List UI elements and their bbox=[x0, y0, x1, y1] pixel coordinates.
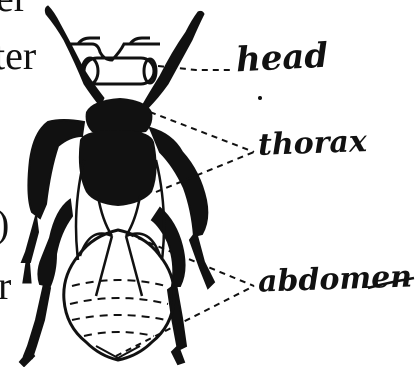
label-thorax: thorax bbox=[257, 124, 367, 163]
specimen-clip bbox=[66, 38, 160, 84]
label-abdomen: abdomen bbox=[257, 259, 412, 299]
insect-head bbox=[86, 98, 153, 134]
insect-thorax bbox=[79, 130, 157, 206]
label-head: head bbox=[235, 36, 329, 81]
stray-dot bbox=[258, 96, 262, 100]
